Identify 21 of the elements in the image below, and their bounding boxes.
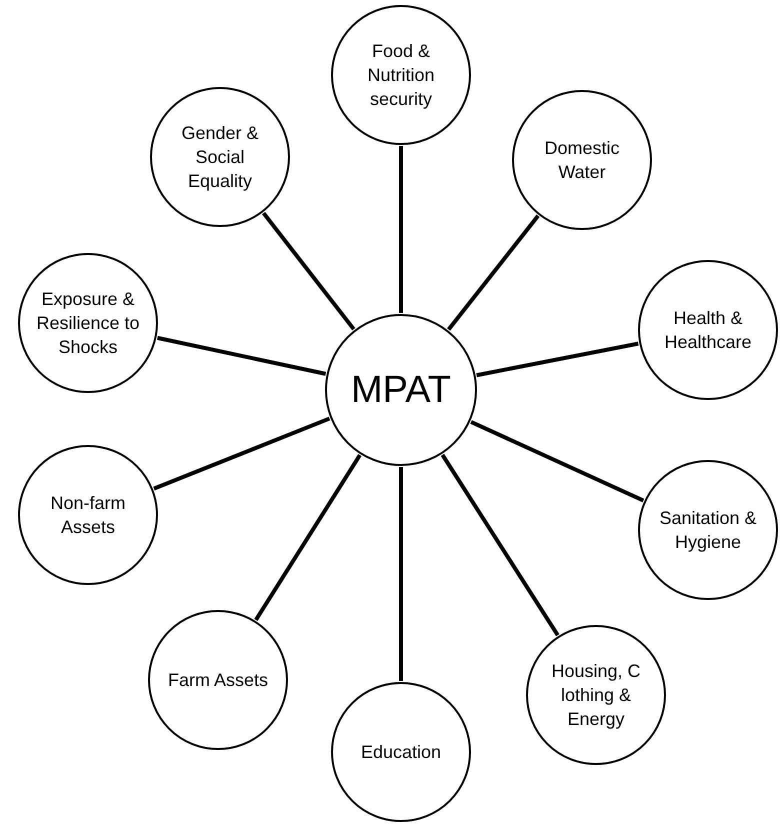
connector-line — [157, 336, 326, 376]
connector-line — [254, 454, 362, 622]
topic-label: Gender & Social Equality — [180, 122, 260, 193]
topic-label: Domestic Water — [543, 137, 620, 184]
topic-label: Non-farm Assets — [49, 492, 126, 539]
center-label: MPAT — [351, 371, 451, 409]
topic-label: Health & Healthcare — [663, 307, 753, 354]
connector-line — [262, 212, 356, 330]
connector-line — [440, 454, 560, 636]
topic-label: Sanitation & Hygiene — [658, 507, 758, 554]
connector-line — [399, 146, 403, 313]
connector-line — [476, 342, 639, 378]
connector-line — [399, 467, 403, 681]
topic-label: Farm Assets — [166, 669, 270, 692]
topic-label: Education — [360, 741, 442, 764]
connector-line — [470, 420, 644, 502]
topic-label: Housing, C lothing & Energy — [550, 660, 642, 731]
connector-line — [447, 214, 540, 331]
topic-label: Food & Nutrition security — [366, 40, 436, 111]
topic-label: Exposure & Resilience to Shocks — [35, 288, 141, 359]
connector-line — [153, 416, 330, 491]
